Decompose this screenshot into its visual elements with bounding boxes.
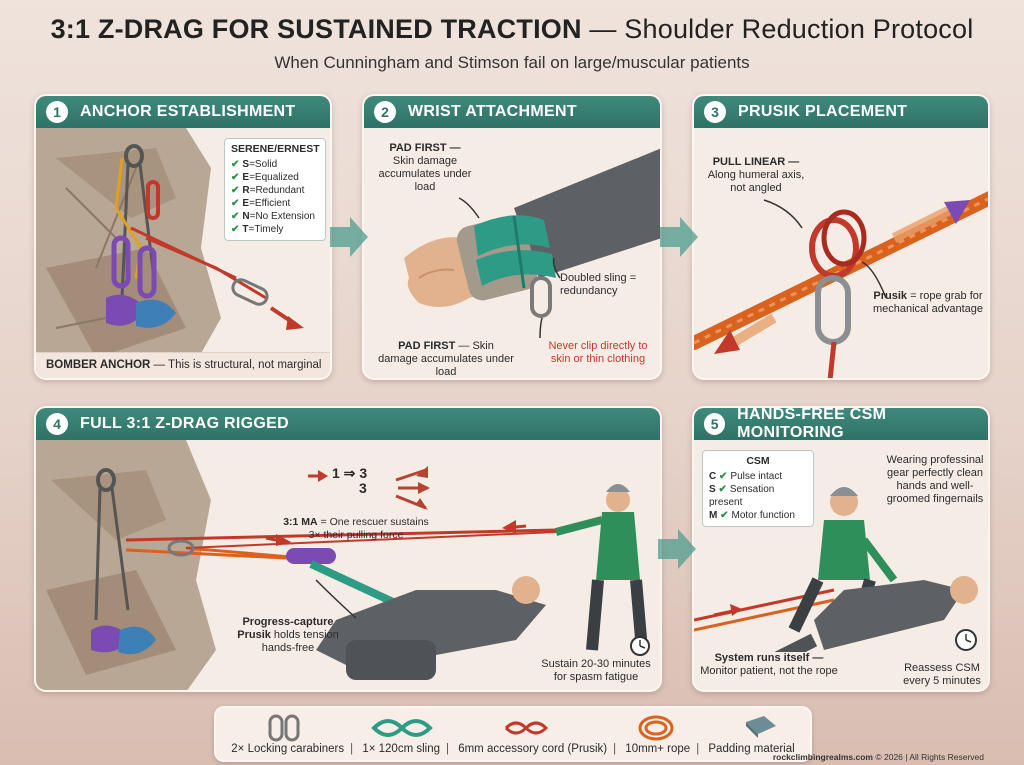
csm-item: M ✔Motor function (709, 510, 795, 521)
step-number: 4 (46, 413, 68, 435)
step-number: 1 (46, 101, 68, 123)
check-icon: ✔ (231, 211, 240, 222)
rope-coil-icon (638, 715, 674, 741)
check-icon: ✔ (231, 185, 240, 196)
equipment-item: 1× 120cm sling (362, 743, 440, 755)
panel-csm-monitoring: 5 HANDS-FREE CSM MONITORING CSM C ✔Pulse… (692, 406, 990, 692)
panel-header: 3 PRUSIK PLACEMENT (694, 96, 988, 128)
bomber-anchor-note: BOMBER ANCHOR — This is structural, not … (36, 352, 330, 378)
serene-item: ✔S=Solid (231, 159, 278, 170)
equipment-item: 10mm+ rope (625, 743, 691, 755)
step-number: 2 (374, 101, 396, 123)
serene-item: ✔R=Redundant (231, 185, 305, 196)
panel-wrist-attachment: 2 WRIST ATTACHMENT PAD FIRST —Skin damag… (362, 94, 662, 380)
csm-item: S ✔Sensation present (709, 484, 775, 508)
wrist-illustration (404, 148, 660, 339)
panel-title: WRIST ATTACHMENT (408, 103, 577, 120)
serene-item: ✔N=No Extension (231, 211, 315, 222)
serene-ernest-checklist: SERENE/ERNEST ✔S=Solid ✔E=Equalized ✔R=R… (224, 138, 326, 241)
serene-item: ✔E=Efficient (231, 198, 291, 209)
carabiner-icon (268, 714, 300, 742)
pad-first-top-label: PAD FIRST —Skin damage accumulates under… (378, 142, 472, 193)
ratio-label: 1 ⇒ 3 3 (332, 465, 368, 496)
z-drag-illustration (36, 440, 650, 690)
never-clip-warning: Never clip directly to skin or thin clot… (548, 340, 648, 365)
doubled-sling-label: Doubled sling = redundancy (560, 272, 637, 297)
check-icon: ✔ (231, 198, 240, 209)
panel-prusik-placement: 3 PRUSIK PLACEMENT PULL LINEAR —Along hu… (692, 94, 990, 380)
check-icon: ✔ (718, 484, 727, 495)
panel-full-z-drag: 4 FULL 3:1 Z-DRAG RIGGED (34, 406, 662, 692)
pad-first-bottom-label: PAD FIRST — Skin damage accumulates unde… (378, 340, 514, 378)
step-number: 5 (704, 413, 726, 435)
check-icon: ✔ (719, 471, 728, 482)
panel-title: HANDS-FREE CSM MONITORING (737, 406, 887, 441)
system-runs-note: System runs itself —Monitor patient, not… (694, 652, 844, 678)
mechanical-advantage-label: 3:1 MA = One rescuer sustains 3× their p… (283, 516, 429, 541)
equipment-labels: 2× Locking carabiners| 1× 120cm sling| 6… (231, 743, 795, 755)
page-title: 3:1 Z-DRAG FOR SUSTAINED TRACTION — Shou… (50, 14, 974, 44)
panel-header: 2 WRIST ATTACHMENT (364, 96, 660, 128)
csm-heading: CSM (746, 455, 770, 467)
flow-arrow-right-icon (330, 217, 368, 257)
csm-checklist: CSM C ✔Pulse intact S ✔Sensation present… (702, 450, 814, 527)
equipment-strip: 2× Locking carabiners| 1× 120cm sling| 6… (214, 706, 812, 762)
serene-heading: SERENE/ERNEST (231, 143, 320, 155)
prusik-label: Prusik = rope grab for mechanical advant… (872, 290, 984, 315)
panel-title: PRUSIK PLACEMENT (738, 103, 908, 120)
panel-anchor-establishment: 1 ANCHOR ESTABLISHMENT SERENE/ERNEST ✔S=… (34, 94, 332, 380)
panel-title: ANCHOR ESTABLISHMENT (80, 103, 296, 120)
prusik-illustration (694, 191, 988, 378)
check-icon: ✔ (720, 510, 729, 521)
wearing-note: Wearing professinal gear perfectly clean… (886, 454, 984, 505)
panel-header: 4 FULL 3:1 Z-DRAG RIGGED (36, 408, 660, 440)
serene-item: ✔T=Timely (231, 224, 284, 235)
equipment-item: Padding material (708, 743, 795, 755)
page-subtitle: When Cunningham and Stimson fail on larg… (274, 53, 750, 72)
pull-linear-label: PULL LINEAR —Along humeral axis, not ang… (707, 156, 805, 194)
check-icon: ✔ (231, 159, 240, 170)
csm-item: C ✔Pulse intact (709, 471, 783, 482)
copyright: rockclimbingrealms.com © 2026 | All Righ… (772, 752, 984, 762)
check-icon: ✔ (231, 224, 240, 235)
flow-arrow-right-icon (660, 217, 698, 257)
sustain-label: Sustain 20-30 minutes for spasm fatigue (541, 658, 651, 683)
padding-icon (746, 716, 776, 738)
equipment-icons (268, 714, 776, 742)
flow-arrow-right-icon (658, 529, 696, 569)
monitoring-illustration (694, 487, 978, 667)
serene-item: ✔E=Equalized (231, 172, 299, 183)
panel-header: 5 HANDS-FREE CSM MONITORING (694, 406, 988, 441)
panel-header: 1 ANCHOR ESTABLISHMENT (36, 96, 330, 128)
anchor-illustration (36, 128, 304, 378)
sling-icon (371, 719, 433, 737)
panel-title: FULL 3:1 Z-DRAG RIGGED (80, 415, 289, 432)
header: 3:1 Z-DRAG FOR SUSTAINED TRACTION — Shou… (0, 14, 1024, 73)
equipment-item: 6mm accessory cord (Prusik) (458, 743, 608, 755)
step-number: 3 (704, 101, 726, 123)
accessory-cord-icon (504, 721, 549, 735)
check-icon: ✔ (231, 172, 240, 183)
equipment-item: 2× Locking carabiners (231, 743, 345, 755)
reassess-note: Reassess CSM every 5 minutes (903, 662, 981, 687)
